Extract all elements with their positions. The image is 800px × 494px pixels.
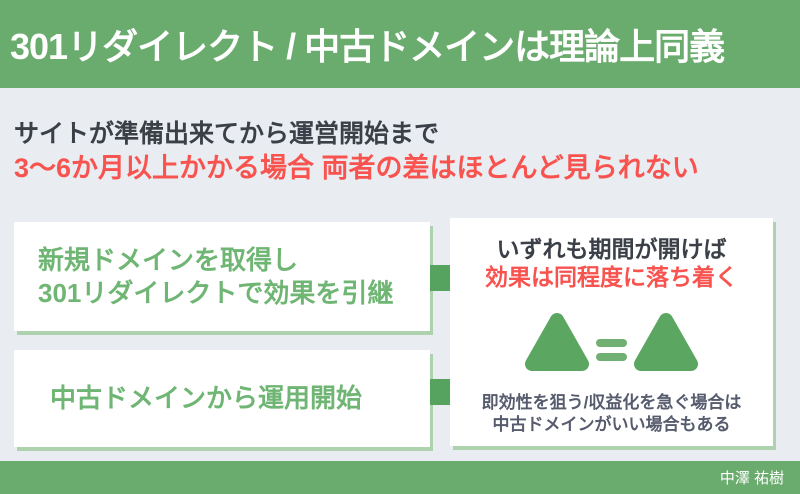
new-domain-box-line-1: 新規ドメインを取得し (38, 244, 299, 275)
triangle-icon (634, 313, 698, 371)
equals-bar (596, 353, 627, 361)
result-panel: いずれも期間が開けば 効果は同程度に落ち着く 即効性を狙う/収益化を急ぐ場合は … (450, 218, 773, 446)
result-note-line-2: 中古ドメインがいい場合もある (492, 415, 731, 434)
equals-bar (596, 339, 627, 347)
result-heading-line-2: 効果は同程度に落ち着く (485, 264, 738, 290)
author-name: 中澤 祐樹 (719, 470, 784, 487)
intro-section: サイトが準備出来てから運営開始まで 3〜6か月以上かかる場合 両者の差はほとんど… (14, 118, 794, 185)
new-domain-box-line-2: 301リダイレクトで効果を引継 (38, 277, 394, 308)
header-bar: 301リダイレクト / 中古ドメインは理論上同義 (0, 0, 800, 88)
intro-line-2: 3〜6か月以上かかる場合 両者の差はほとんど見られない (14, 153, 699, 183)
footer-bar: 中澤 祐樹 (0, 461, 800, 494)
result-note: 即効性を狙う/収益化を急ぐ場合は 中古ドメインがいい場合もある (482, 392, 742, 436)
equivalence-graphic (525, 311, 698, 373)
page-title: 301リダイレクト / 中古ドメインは理論上同義 (10, 26, 725, 67)
result-heading-line-1: いずれも期間が開けば (496, 236, 727, 262)
result-note-line-1: 即効性を狙う/収益化を急ぐ場合は (481, 393, 742, 412)
used-domain-box-line-1: 中古ドメインから運用開始 (50, 383, 363, 413)
triangle-icon (525, 313, 589, 371)
used-domain-box: 中古ドメインから運用開始 (14, 350, 430, 447)
equals-icon (596, 339, 627, 361)
intro-line-1: サイトが準備出来てから運営開始まで (14, 120, 440, 148)
new-domain-box: 新規ドメインを取得し 301リダイレクトで効果を引継 (14, 222, 430, 331)
